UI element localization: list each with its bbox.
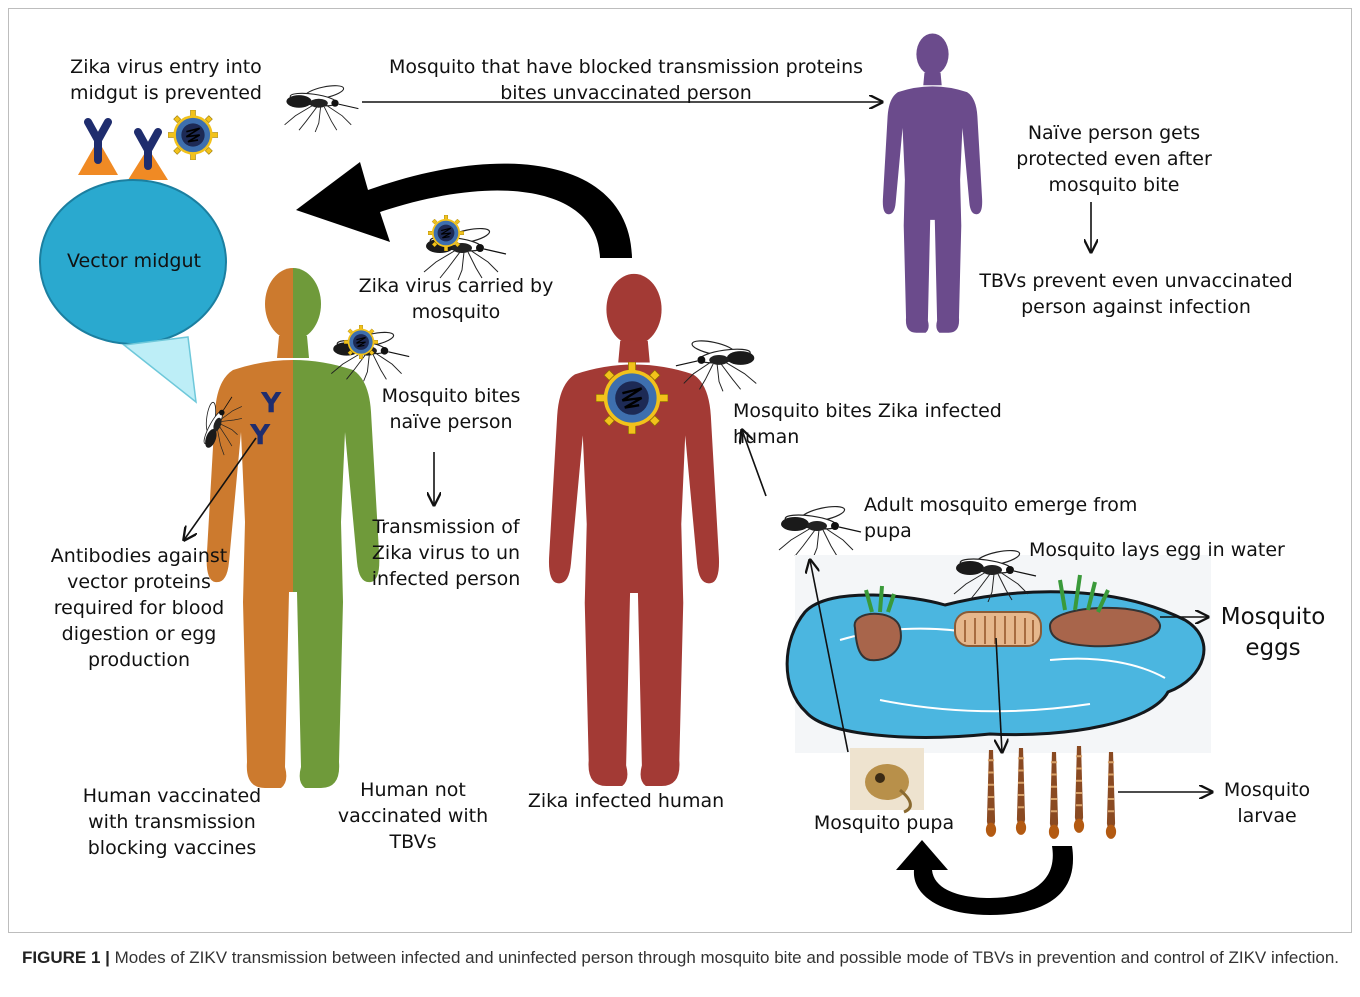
label-zika-carried: Zika virus carried by mosquito xyxy=(356,273,556,325)
pond xyxy=(787,555,1211,753)
label-vector-midgut: Vector midgut xyxy=(40,250,228,272)
adult-mosquito xyxy=(779,504,861,558)
midgut-callout xyxy=(124,337,196,402)
label-not-vaccinated: Human not vaccinated with TBVs xyxy=(312,777,514,855)
label-eggs: Mosquito eggs xyxy=(1210,602,1336,664)
label-larvae: Mosquito larvae xyxy=(1212,777,1322,829)
curved-arrow-bottom xyxy=(896,840,1073,915)
virus-icon-infected xyxy=(596,362,668,434)
infected-human-figure xyxy=(549,274,719,786)
label-zika-entry: Zika virus entry into midgut is prevente… xyxy=(60,54,272,106)
label-vaccinated-human: Human vaccinated with transmission block… xyxy=(76,783,268,861)
antibody-symbol-2: Y xyxy=(250,418,270,451)
antibody-receptor-group xyxy=(78,122,168,180)
caption-figure-label: FIGURE 1 | xyxy=(22,948,110,967)
virus-carrying-mosquito xyxy=(424,215,506,280)
figure-caption: FIGURE 1 | Modes of ZIKV transmission be… xyxy=(22,945,1342,970)
top-mosquito xyxy=(285,83,359,132)
label-tbv-prevent: TBVs prevent even unvaccinated person ag… xyxy=(978,268,1294,320)
caption-text: Modes of ZIKV transmission between infec… xyxy=(110,948,1339,967)
label-transmission: Transmission of Zika virus to un infecte… xyxy=(364,514,528,592)
antibody-symbol-1: Y xyxy=(261,386,281,419)
label-blocked-mosquito: Mosquito that have blocked transmission … xyxy=(370,54,882,106)
label-antibodies: Antibodies against vector proteins requi… xyxy=(44,543,234,673)
label-pupa: Mosquito pupa xyxy=(808,810,960,836)
virus-icon-top xyxy=(168,110,218,160)
pupa-image xyxy=(850,748,924,812)
larvae-group xyxy=(986,746,1116,839)
label-naive-protected: Naïve person gets protected even after m… xyxy=(1000,120,1228,198)
label-bites-infected: Mosquito bites Zika infected human xyxy=(733,398,1073,450)
label-infected-human: Zika infected human xyxy=(526,788,726,814)
label-bites-naive: Mosquito bites naïve person xyxy=(372,383,530,435)
naive-person-figure xyxy=(883,33,982,332)
label-lays-egg: Mosquito lays egg in water xyxy=(1029,537,1289,563)
